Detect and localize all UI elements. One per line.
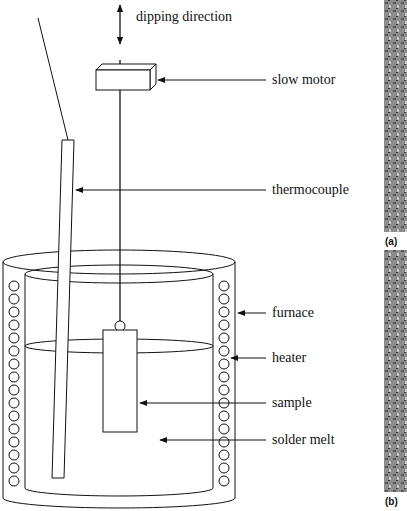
direction-label: dipping direction: [136, 9, 232, 24]
heater-coil: [219, 320, 229, 330]
heater-coil: [219, 307, 229, 317]
heater-coil: [219, 346, 229, 356]
heater-coil: [9, 476, 19, 486]
part-label: furnace: [272, 305, 314, 320]
sample-holder: [103, 321, 137, 432]
part-label: solder melt: [272, 432, 335, 447]
heater-coil: [9, 411, 19, 421]
furnace-outer: [3, 250, 235, 508]
panel-label: (b): [385, 496, 398, 507]
part-label: slow motor: [272, 72, 335, 87]
heater-coil: [9, 346, 19, 356]
heater-coil: [9, 450, 19, 460]
heater-coil: [219, 424, 229, 434]
part-label: sample: [272, 395, 312, 410]
heater-coil: [9, 320, 19, 330]
heater-coil: [219, 372, 229, 382]
slow-motor-box: [96, 64, 156, 90]
panel-label: (a): [385, 236, 397, 247]
heater-coil: [9, 307, 19, 317]
part-label: thermocouple: [272, 182, 349, 197]
heater-coil: [9, 463, 19, 473]
thermocouple-tube: [52, 140, 74, 478]
heater-coil: [9, 398, 19, 408]
heater-coil: [219, 411, 229, 421]
heater-coil: [9, 424, 19, 434]
heater-coil: [9, 385, 19, 395]
heater-coil: [219, 359, 229, 369]
leader-arrows: [76, 80, 266, 440]
part-label: heater: [272, 350, 306, 365]
heater-coil: [219, 385, 229, 395]
heater-coil: [219, 281, 229, 291]
heater-coil: [219, 476, 229, 486]
motor-rod: [120, 60, 121, 322]
heater-coil: [219, 437, 229, 447]
heater-coil: [9, 333, 19, 343]
heater-coil: [9, 281, 19, 291]
heater-coil: [9, 294, 19, 304]
photo-panels: [384, 0, 407, 492]
heater-coil: [9, 359, 19, 369]
dipping-arrow: [120, 5, 121, 44]
heater-coil: [219, 333, 229, 343]
heater-coil: [219, 463, 229, 473]
thermocouple-wire: [38, 18, 68, 140]
heater-coil: [219, 450, 229, 460]
heater-coils: [9, 281, 229, 486]
heater-coil: [219, 294, 229, 304]
heater-coil: [9, 372, 19, 382]
heater-coil: [9, 437, 19, 447]
